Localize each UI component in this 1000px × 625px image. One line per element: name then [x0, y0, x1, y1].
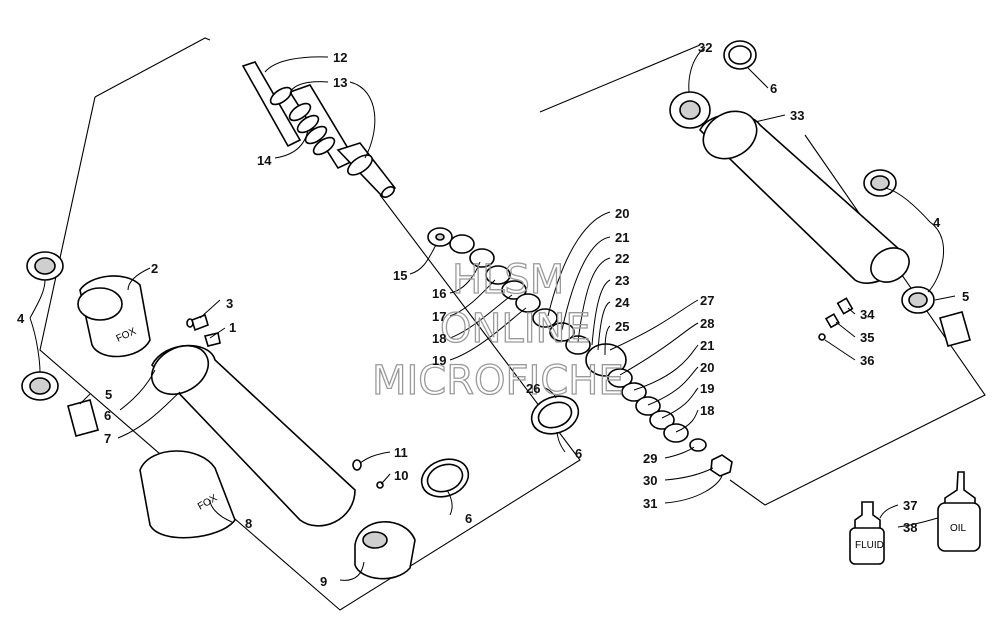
callout-14: 14: [257, 153, 272, 168]
valve-stack: [427, 227, 733, 477]
callout-25: 25: [615, 319, 629, 334]
callout-6-center: 6: [575, 446, 582, 461]
callout-6-bottom: 6: [465, 511, 472, 526]
shock-body-left: FOX FOX: [21, 251, 470, 580]
piston-rod: [241, 61, 397, 198]
callout-18-right: 18: [700, 403, 714, 418]
callout-2: 2: [151, 261, 158, 276]
leader-lines: [29, 46, 956, 581]
callout-38: 38: [903, 520, 917, 535]
callout-5-left: 5: [105, 387, 112, 402]
callout-37: 37: [903, 498, 917, 513]
callout-21-right: 21: [700, 338, 714, 353]
callout-12: 12: [333, 50, 347, 65]
callout-4-left: 4: [17, 311, 25, 326]
oil-label: OIL: [950, 523, 967, 534]
callout-1: 1: [229, 320, 236, 335]
callout-4-right: 4: [933, 215, 941, 230]
callout-9: 9: [320, 574, 327, 589]
watermark-line-1: HLSM: [452, 257, 564, 303]
callout-15: 15: [393, 268, 407, 283]
callout-32: 32: [698, 40, 712, 55]
callout-29: 29: [643, 451, 657, 466]
callout-27: 27: [700, 293, 714, 308]
callout-26: 26: [526, 381, 540, 396]
fluid-label: FLUID: [855, 540, 884, 551]
watermark: HLSM ONLINE MICROFICHE: [371, 256, 624, 404]
callouts: 1 2 3 4 4 5 5 6 6 6 6 7 8 9 10 11 12 13 …: [17, 40, 969, 589]
callout-7: 7: [104, 431, 111, 446]
callout-23: 23: [615, 273, 629, 288]
oil-bottle: OIL: [937, 471, 981, 552]
callout-18-left: 18: [432, 331, 446, 346]
callout-31: 31: [643, 496, 657, 511]
right-assembly-frame: [539, 44, 986, 506]
callout-20-right: 20: [700, 360, 714, 375]
callout-24: 24: [615, 295, 630, 310]
callout-17: 17: [432, 309, 446, 324]
callout-28: 28: [700, 316, 714, 331]
watermark-line-2: ONLINE: [440, 306, 591, 352]
callout-5-right: 5: [962, 289, 969, 304]
callout-20-top: 20: [615, 206, 629, 221]
callout-22: 22: [615, 251, 629, 266]
callout-6-left: 6: [104, 408, 111, 423]
callout-3: 3: [226, 296, 233, 311]
reservoir-right: [669, 40, 971, 347]
callout-19-right: 19: [700, 381, 714, 396]
callout-6-top: 6: [770, 81, 777, 96]
watermark-line-3: MICROFICHE: [372, 358, 624, 404]
callout-16: 16: [432, 286, 446, 301]
callout-10: 10: [394, 468, 408, 483]
callout-8: 8: [245, 516, 252, 531]
callout-11: 11: [394, 445, 408, 460]
callout-21-top: 21: [615, 230, 629, 245]
fluid-bottle: FLUID: [849, 501, 885, 565]
callout-30: 30: [643, 473, 657, 488]
callout-36: 36: [860, 353, 874, 368]
callout-13: 13: [333, 75, 347, 90]
callout-19-left: 19: [432, 353, 446, 368]
callout-35: 35: [860, 330, 874, 345]
callout-34: 34: [860, 307, 875, 322]
callout-33: 33: [790, 108, 804, 123]
